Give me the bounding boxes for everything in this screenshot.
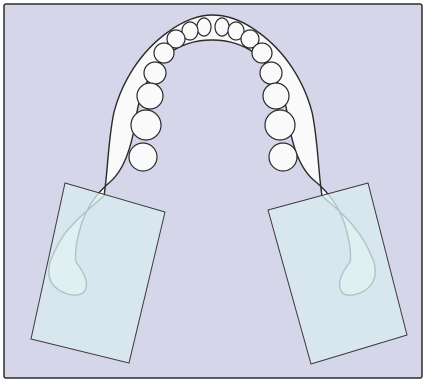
tooth-left-6 [137, 83, 163, 109]
tooth-right-1 [215, 18, 229, 36]
tooth-right-5 [260, 62, 282, 84]
tooth-left-5 [144, 62, 166, 84]
tooth-right-7 [265, 110, 295, 140]
tooth-right-6 [263, 83, 289, 109]
tooth-left-8 [129, 143, 157, 171]
tooth-left-4 [154, 43, 174, 63]
tooth-right-4 [252, 43, 272, 63]
tooth-left-1 [197, 18, 211, 36]
tooth-left-7 [131, 110, 161, 140]
tooth-right-8 [269, 143, 297, 171]
